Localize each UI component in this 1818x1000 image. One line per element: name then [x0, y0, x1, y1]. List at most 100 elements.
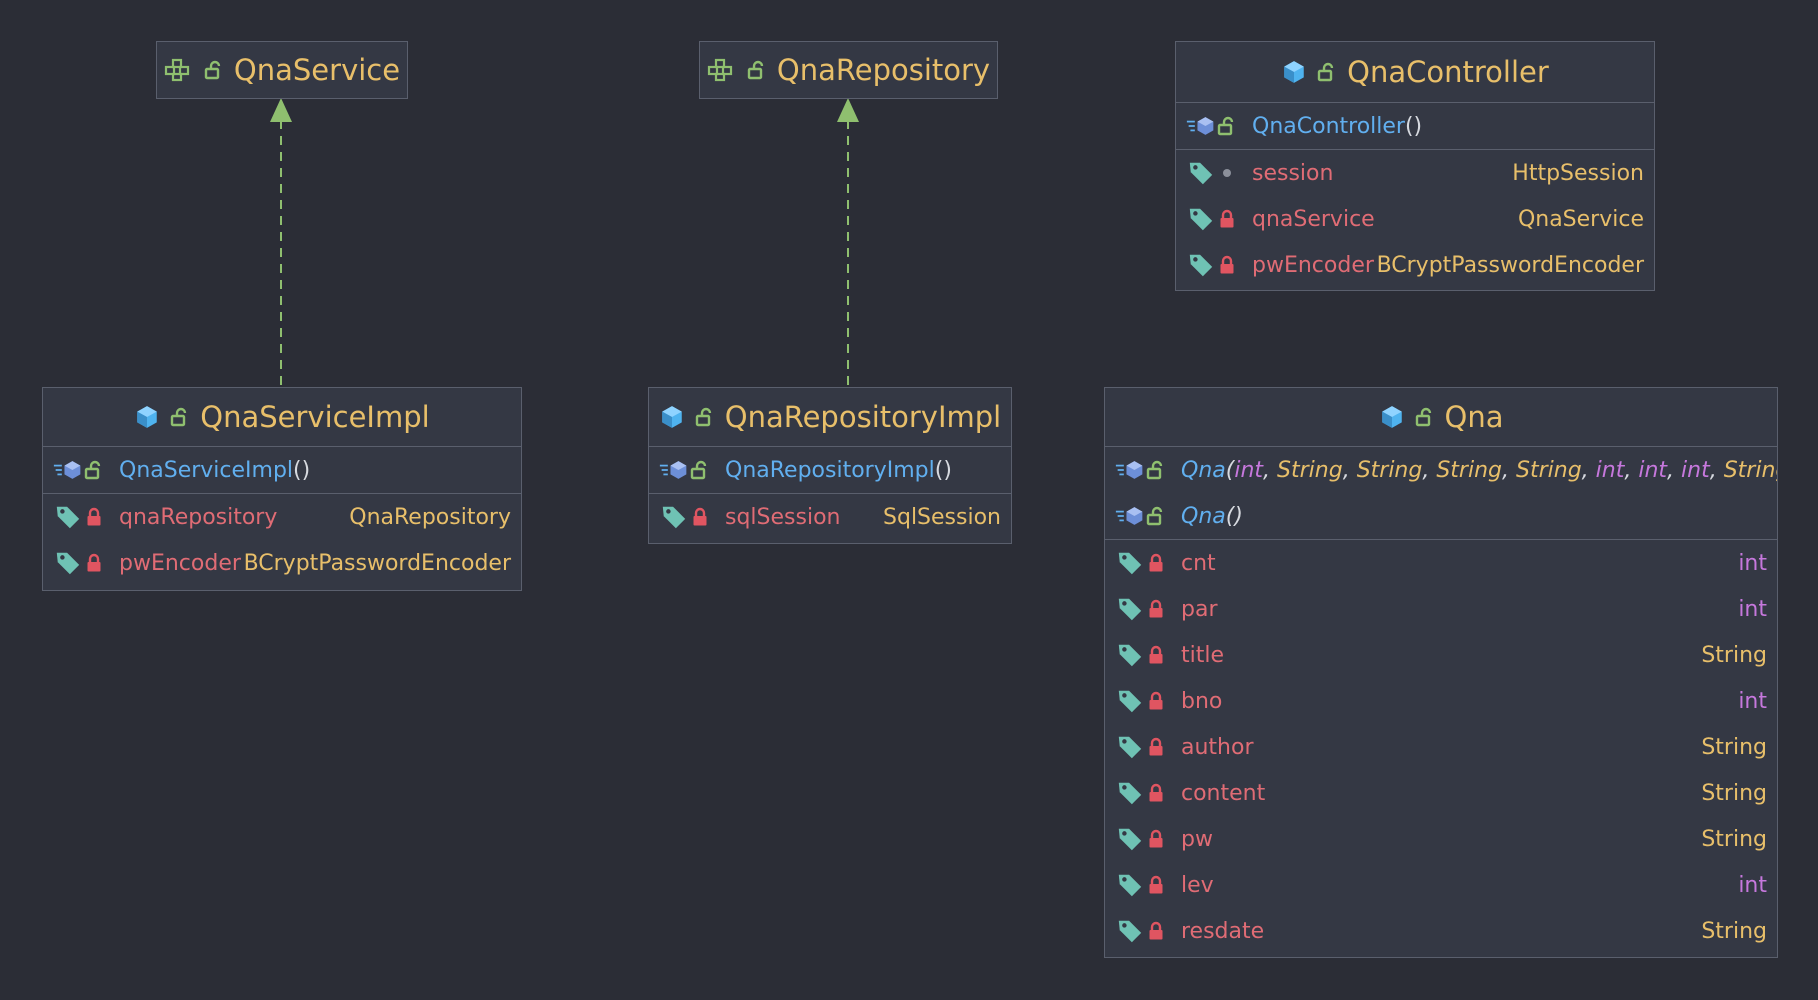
- lock-icon: [1146, 599, 1166, 619]
- unlock-icon: [1146, 460, 1166, 480]
- field-name: pw: [1181, 826, 1213, 852]
- param-token: int: [1595, 457, 1625, 483]
- field-tag-icon: [1116, 549, 1144, 577]
- field-tag-icon: [1187, 159, 1215, 187]
- field-type: int: [1738, 550, 1767, 576]
- field-tag-icon: [1187, 251, 1215, 279]
- field-tag-icon: [660, 503, 688, 531]
- constructor-params: (int, String, String, String, String, in…: [1226, 458, 1777, 483]
- interface-icon: [707, 58, 737, 82]
- lock-icon: [690, 507, 710, 527]
- lock-icon: [84, 507, 104, 527]
- interface-qna-service[interactable]: QnaService: [156, 41, 408, 99]
- field-row[interactable]: pwEncoder BCryptPasswordEncoder: [43, 540, 521, 586]
- field-type: int: [1738, 688, 1767, 714]
- field-row[interactable]: session HttpSession: [1176, 150, 1654, 196]
- field-name: par: [1181, 596, 1218, 622]
- field-name: content: [1181, 780, 1266, 806]
- class-name: QnaController: [1347, 55, 1549, 89]
- field-name: cnt: [1181, 550, 1216, 576]
- field-tag-icon: [54, 549, 82, 577]
- field-type: String: [1701, 826, 1767, 852]
- constructor-name: Qna: [1181, 503, 1226, 529]
- param-token: ,: [1581, 457, 1596, 483]
- lock-icon: [1146, 691, 1166, 711]
- class-qna-repository-impl[interactable]: QnaRepositoryImpl QnaRepositoryImpl() sq…: [648, 387, 1012, 544]
- param-token: ,: [1709, 457, 1724, 483]
- field-row[interactable]: qnaService QnaService: [1176, 196, 1654, 242]
- method-icon: [1186, 114, 1216, 138]
- param-token: ,: [1342, 457, 1357, 483]
- method-icon: [1115, 458, 1145, 482]
- field-tag-icon: [1116, 733, 1144, 761]
- constructor-name: QnaServiceImpl: [119, 457, 294, 483]
- param-token: String: [1723, 457, 1777, 483]
- param-token: ,: [1263, 457, 1278, 483]
- constructor-row[interactable]: QnaRepositoryImpl(): [649, 447, 1011, 493]
- field-row[interactable]: qnaRepository QnaRepository: [43, 494, 521, 540]
- interface-qna-repository[interactable]: QnaRepository: [699, 41, 998, 99]
- field-type: String: [1701, 918, 1767, 944]
- field-name: author: [1181, 734, 1254, 760]
- lock-icon: [1146, 737, 1166, 757]
- class-qna[interactable]: Qna Qna(int, String, String, String, Str…: [1104, 387, 1778, 958]
- param-token: ,: [1624, 457, 1639, 483]
- param-token: (: [1225, 457, 1235, 483]
- lock-icon: [1146, 553, 1166, 573]
- field-name: sqlSession: [725, 504, 841, 530]
- package-dot-icon: [1217, 163, 1237, 183]
- field-tag-icon: [1116, 641, 1144, 669]
- field-name: resdate: [1181, 918, 1265, 944]
- param-token: ,: [1502, 457, 1516, 483]
- method-icon: [1115, 504, 1145, 528]
- param-token: ,: [1667, 457, 1682, 483]
- class-qna-service-impl[interactable]: QnaServiceImpl QnaServiceImpl() qnaRepos…: [42, 387, 522, 591]
- field-row[interactable]: pwEncoder BCryptPasswordEncoder: [1176, 242, 1654, 288]
- field-tag-icon: [1116, 871, 1144, 899]
- constructor-row[interactable]: QnaServiceImpl(): [43, 447, 521, 493]
- class-icon: [1379, 404, 1405, 430]
- lock-icon: [84, 553, 104, 573]
- lock-icon: [1146, 829, 1166, 849]
- unlock-icon: [1217, 116, 1237, 136]
- lock-icon: [1146, 645, 1166, 665]
- field-type: int: [1738, 872, 1767, 898]
- field-type: QnaService: [1517, 206, 1644, 232]
- field-name: session: [1252, 160, 1334, 186]
- field-type: QnaRepository: [349, 504, 511, 530]
- field-name: pwEncoder: [119, 550, 241, 576]
- param-token: int: [1234, 457, 1264, 483]
- param-token: ,: [1422, 457, 1437, 483]
- unlock-icon: [170, 407, 190, 427]
- field-row[interactable]: lev int: [1105, 862, 1777, 908]
- field-tag-icon: [1116, 917, 1144, 945]
- constructor-row[interactable]: Qna(int, String, String, String, String,…: [1105, 447, 1777, 493]
- field-row[interactable]: author String: [1105, 724, 1777, 770]
- field-tag-icon: [54, 503, 82, 531]
- method-icon: [659, 458, 689, 482]
- unlock-icon: [1146, 506, 1166, 526]
- field-type: SqlSession: [883, 504, 1001, 530]
- field-name: title: [1181, 642, 1225, 668]
- constructor-row[interactable]: QnaController(): [1176, 103, 1654, 149]
- field-row[interactable]: pw String: [1105, 816, 1777, 862]
- unlock-icon: [1415, 407, 1435, 427]
- field-row[interactable]: cnt int: [1105, 540, 1777, 586]
- param-token: int: [1681, 457, 1710, 483]
- field-type: String: [1701, 734, 1767, 760]
- class-qna-controller[interactable]: QnaController QnaController() session Ht…: [1175, 41, 1655, 291]
- field-tag-icon: [1187, 205, 1215, 233]
- field-name: lev: [1181, 872, 1214, 898]
- field-name: qnaRepository: [119, 504, 278, 530]
- interface-icon: [164, 58, 194, 82]
- constructor-paren: (): [293, 457, 311, 483]
- field-row[interactable]: resdate String: [1105, 908, 1777, 954]
- field-row[interactable]: sqlSession SqlSession: [649, 494, 1011, 540]
- constructor-row[interactable]: Qna(): [1105, 493, 1777, 539]
- unlock-icon: [1317, 62, 1337, 82]
